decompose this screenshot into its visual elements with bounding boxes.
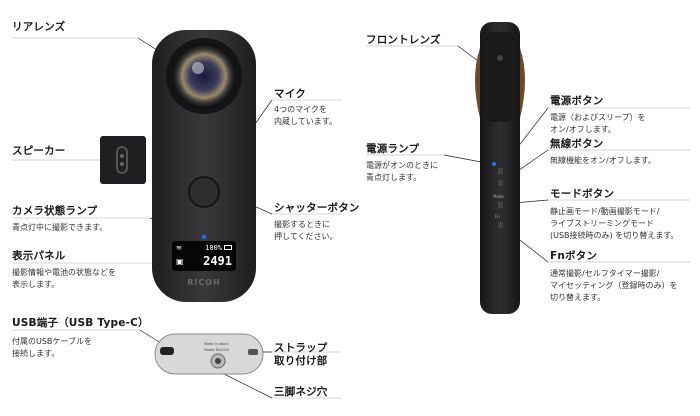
- wireless-button-label: 無線ボタン: [550, 138, 604, 150]
- shutter-desc: 撮影するときに 押してください。: [274, 220, 338, 241]
- shot-count: 2491: [203, 254, 232, 268]
- strap-label: ストラップ 取り付け部: [274, 342, 328, 367]
- wireless-button-desc: 無線機能をオン/オフします。: [550, 156, 656, 165]
- battery-percent: 100%: [205, 244, 222, 252]
- camera-side-view: [475, 22, 525, 314]
- camera-lamp-desc: 青点灯中に撮影できます。: [12, 223, 108, 232]
- speaker-label: スピーカー: [12, 145, 66, 157]
- power-button-desc: 電源（およびスリープ）を オン/オフします。: [550, 113, 646, 134]
- usb-port-desc: 付属のUSBケーブルを 接続します。: [12, 337, 92, 358]
- mode-button-desc: 静止画モード/動画撮影モード/ ライブストリーミングモード (USB接続時のみ)…: [550, 207, 679, 240]
- display-panel-label: 表示パネル: [12, 250, 66, 262]
- camera-front-view: [152, 30, 256, 302]
- mic-desc: 4つのマイクを 内蔵しています。: [274, 105, 337, 126]
- mode-button-label: モードボタン: [550, 188, 615, 200]
- brand-logo: RICOH: [187, 278, 221, 287]
- speaker-icon: [116, 146, 128, 174]
- power-button-label: 電源ボタン: [550, 95, 604, 107]
- battery-icon: [224, 245, 232, 250]
- svg-text:Made in Japan: Made in Japan: [204, 342, 229, 346]
- display-panel: ≋ ▣ 100% 2491: [172, 241, 236, 271]
- fn-button-label: Fnボタン: [550, 250, 598, 262]
- camera-lamp-label: カメラ状態ランプ: [12, 205, 98, 217]
- display-panel-desc: 撮影情報や電池の状態などを 表示します。: [12, 268, 116, 289]
- power-lamp-label: 電源ランプ: [366, 143, 420, 155]
- side-fn-label: Fn: [495, 214, 500, 219]
- side-mode-label: Mode: [493, 194, 504, 199]
- mic-label: マイク: [274, 88, 306, 100]
- camera-bottom-view: Made in Japan Model R02020: [154, 333, 264, 375]
- camera-icon: ▣: [176, 257, 184, 266]
- fn-button-desc: 通常撮影/セルフタイマー撮影/ マイセッティング（登録時のみ）を 切り替えます。: [550, 269, 678, 302]
- power-lamp-desc: 電源がオンのときに 青点灯します。: [366, 161, 438, 182]
- rear-lens-label: リアレンズ: [12, 21, 66, 33]
- shutter-label: シャッターボタン: [274, 202, 360, 214]
- speaker-inset: [100, 136, 146, 184]
- wifi-icon: ≋: [176, 244, 182, 252]
- usb-port-label: USB端子（USB Type-C）: [12, 317, 149, 329]
- svg-text:Model R02020: Model R02020: [204, 348, 229, 352]
- tripod-label: 三脚ネジ穴: [274, 386, 328, 398]
- front-lens-label: フロントレンズ: [366, 34, 441, 46]
